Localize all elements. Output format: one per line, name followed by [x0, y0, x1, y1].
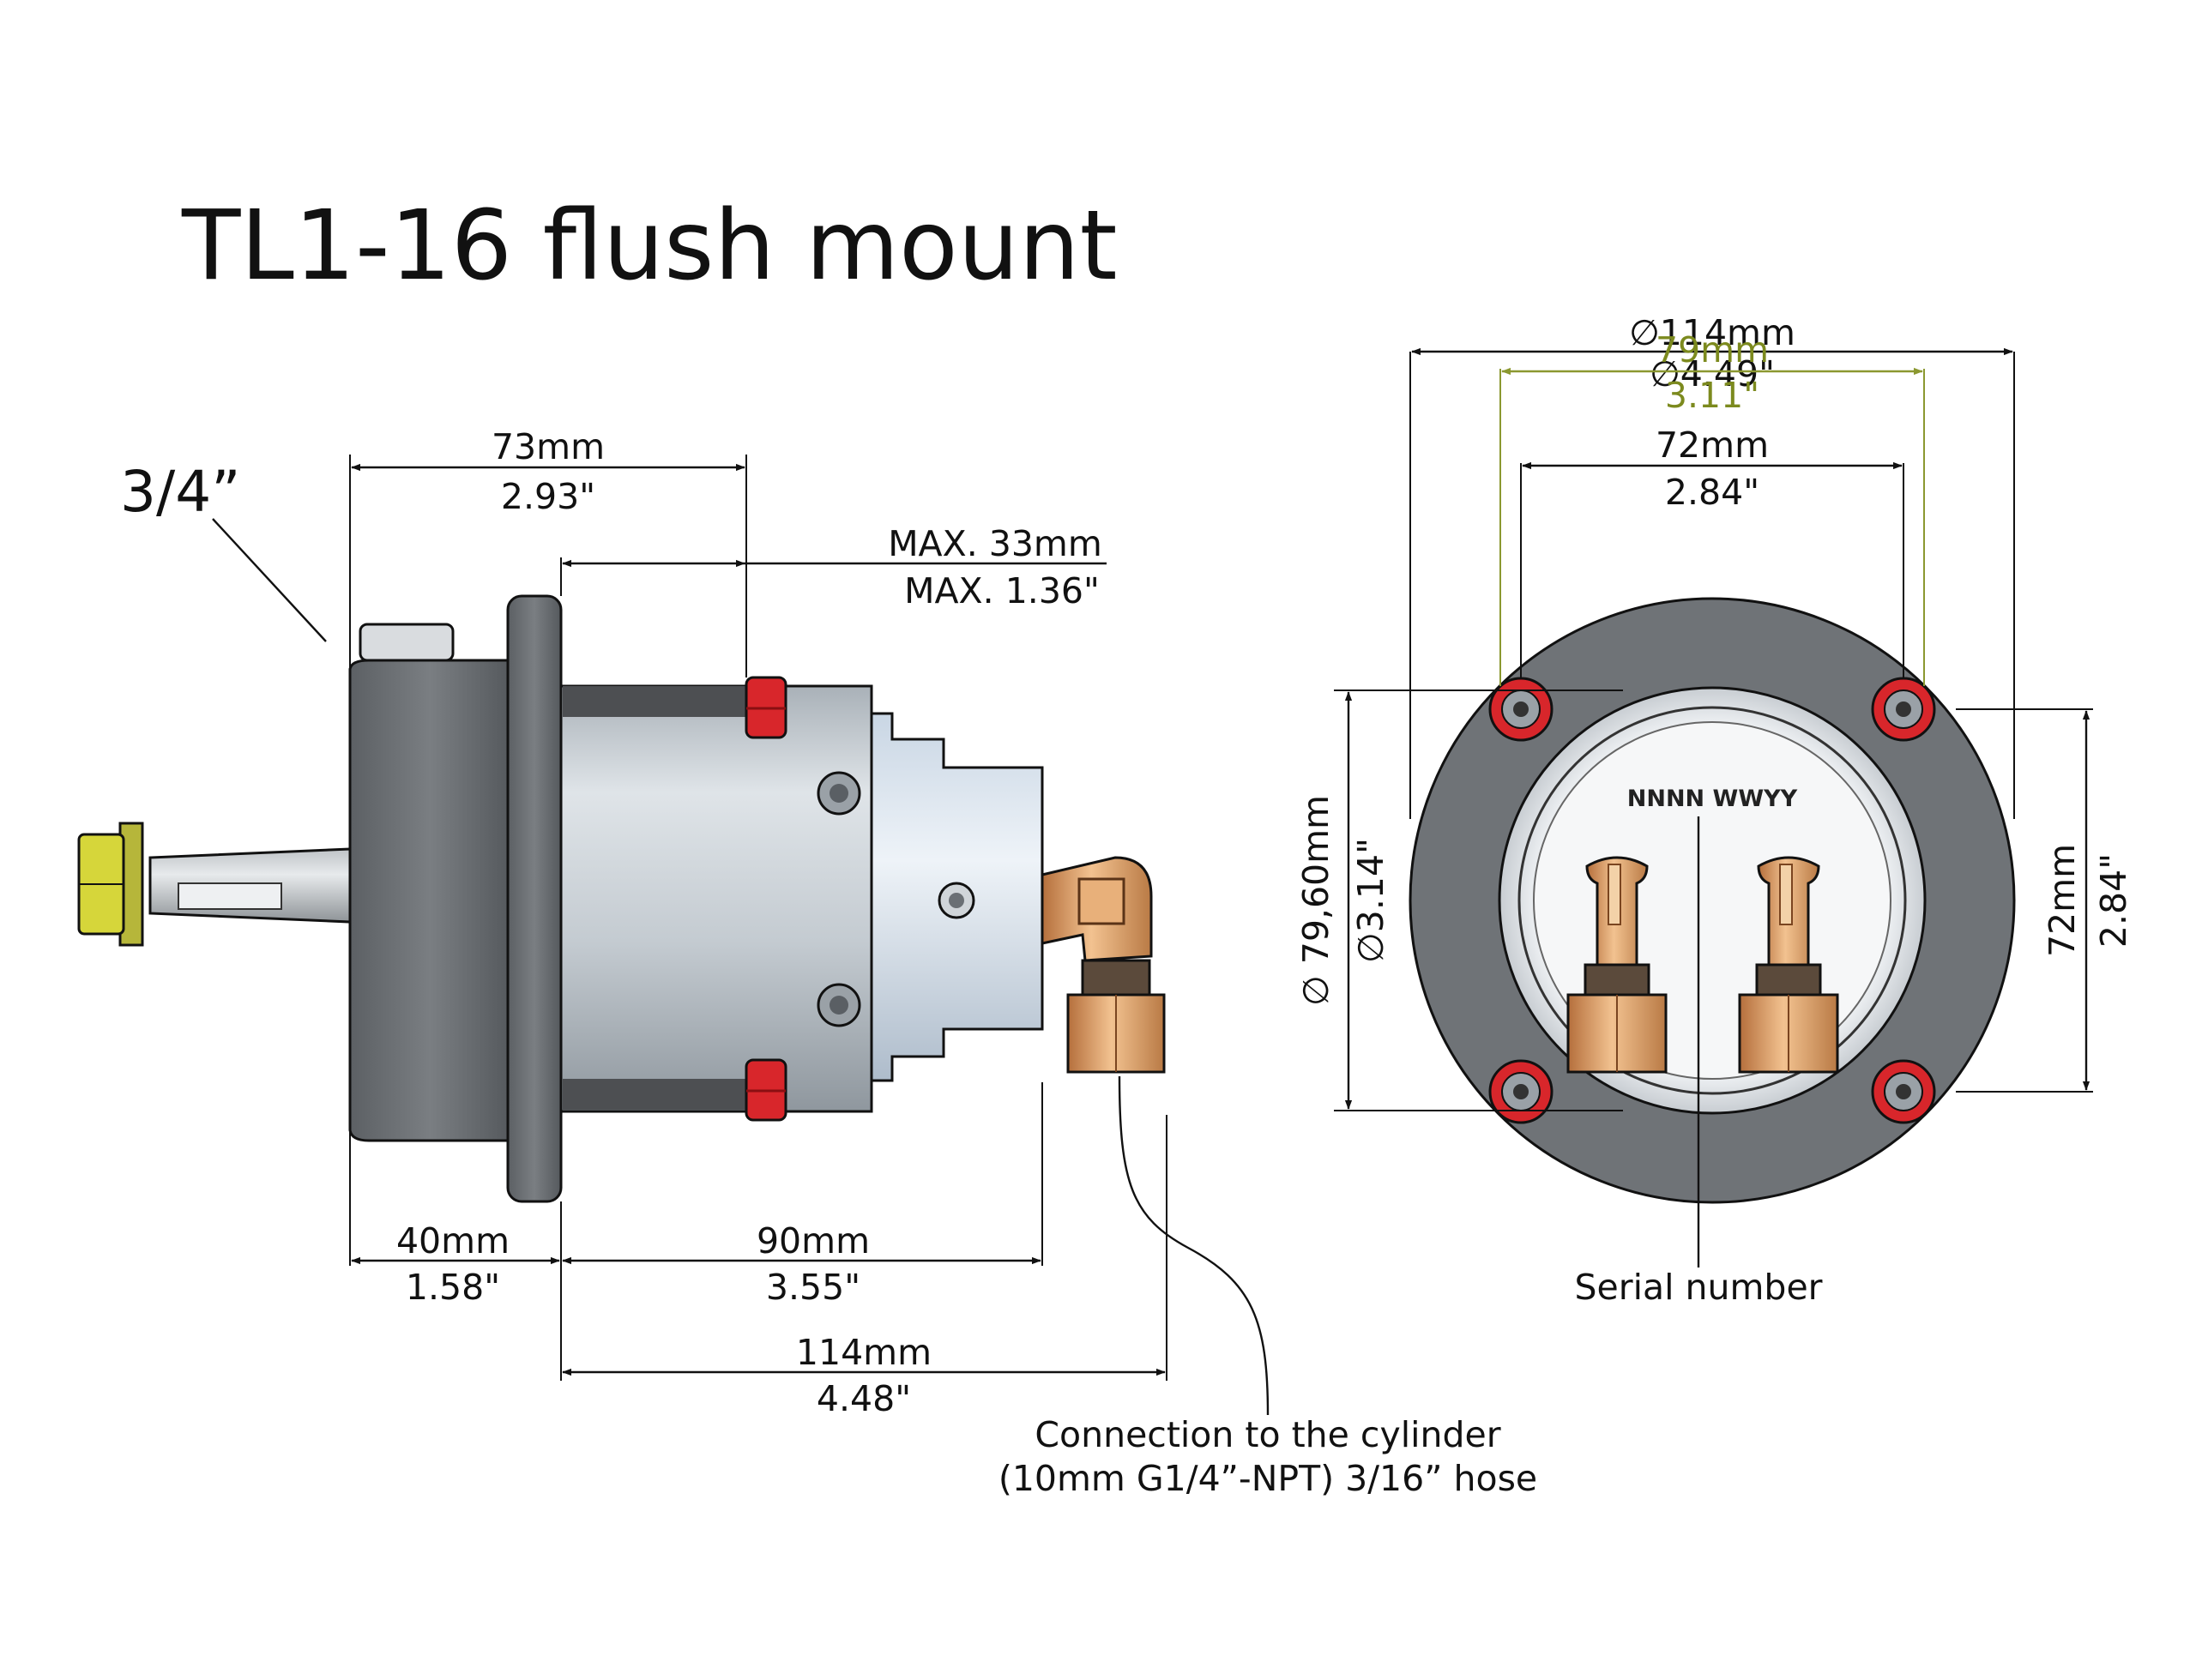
knurled-band-top [563, 686, 748, 717]
dim-79mm: 79mm [1656, 329, 1769, 370]
connection-leader [1118, 1075, 1270, 1416]
dim-cutout-3-14in: ∅3.14" [1350, 838, 1391, 963]
connection-note-line2: (10mm G1/4”-NPT) 3/16” hose [998, 1458, 1537, 1499]
bleed-screw-icon [938, 882, 975, 919]
serial-code: NNNN WWYY [1627, 786, 1798, 812]
drawing-title: TL1-16 flush mount [181, 190, 1118, 302]
dim-72mm-h: 72mm [1656, 425, 1769, 466]
bolt-hole-icon [1488, 677, 1553, 742]
shaft-size-leader [212, 518, 327, 642]
front-bezel [348, 659, 512, 1142]
bezel-tab [359, 623, 455, 662]
dim-2-84in-h: 2.84" [1665, 472, 1759, 513]
rear-view: NNNN WWYY [1295, 312, 2134, 1308]
dim-3-55in: 3.55" [766, 1267, 860, 1308]
dim-max-33mm: MAX. 33mm [888, 523, 1102, 564]
knurled-band-bottom [563, 1079, 748, 1110]
dim-72mm-v: 72mm [2042, 844, 2083, 957]
helm-body [556, 684, 873, 1113]
hydraulic-fitting [1041, 856, 1166, 1074]
screw-icon [817, 983, 861, 1027]
screw-icon [817, 771, 861, 816]
hydraulic-port-right [1738, 856, 1839, 1074]
side-view: 3/4” [77, 426, 1537, 1499]
dim-114mm: 114mm [796, 1332, 932, 1373]
bolt-hole-icon [1871, 677, 1936, 742]
dim-diameter-114mm: ∅114mm [1629, 312, 1795, 353]
dim-cutout-79-60mm: ∅ 79,60mm [1295, 795, 1336, 1006]
dim-3-11in: 3.11" [1665, 375, 1759, 416]
serial-number-label: Serial number [1574, 1267, 1822, 1308]
bolt-hole-icon [1488, 1059, 1553, 1124]
dim-2-93in: 2.93" [501, 476, 595, 517]
dim-2-84in-v: 2.84" [2093, 853, 2134, 948]
mounting-flange [506, 594, 563, 1203]
dim-90mm: 90mm [757, 1220, 870, 1262]
dim-73mm: 73mm [492, 426, 605, 467]
shaft-size-label: 3/4” [120, 459, 240, 525]
dim-4-48in: 4.48" [817, 1378, 911, 1419]
shaft-keyway [178, 882, 282, 910]
connection-note-line1: Connection to the cylinder [1035, 1414, 1500, 1455]
bolt-hole-icon [1871, 1059, 1936, 1124]
hydraulic-port-left [1566, 856, 1668, 1074]
dim-1-58in: 1.58" [406, 1267, 500, 1308]
dim-max-1-36in: MAX. 1.36" [904, 570, 1100, 611]
dim-40mm: 40mm [396, 1220, 510, 1262]
